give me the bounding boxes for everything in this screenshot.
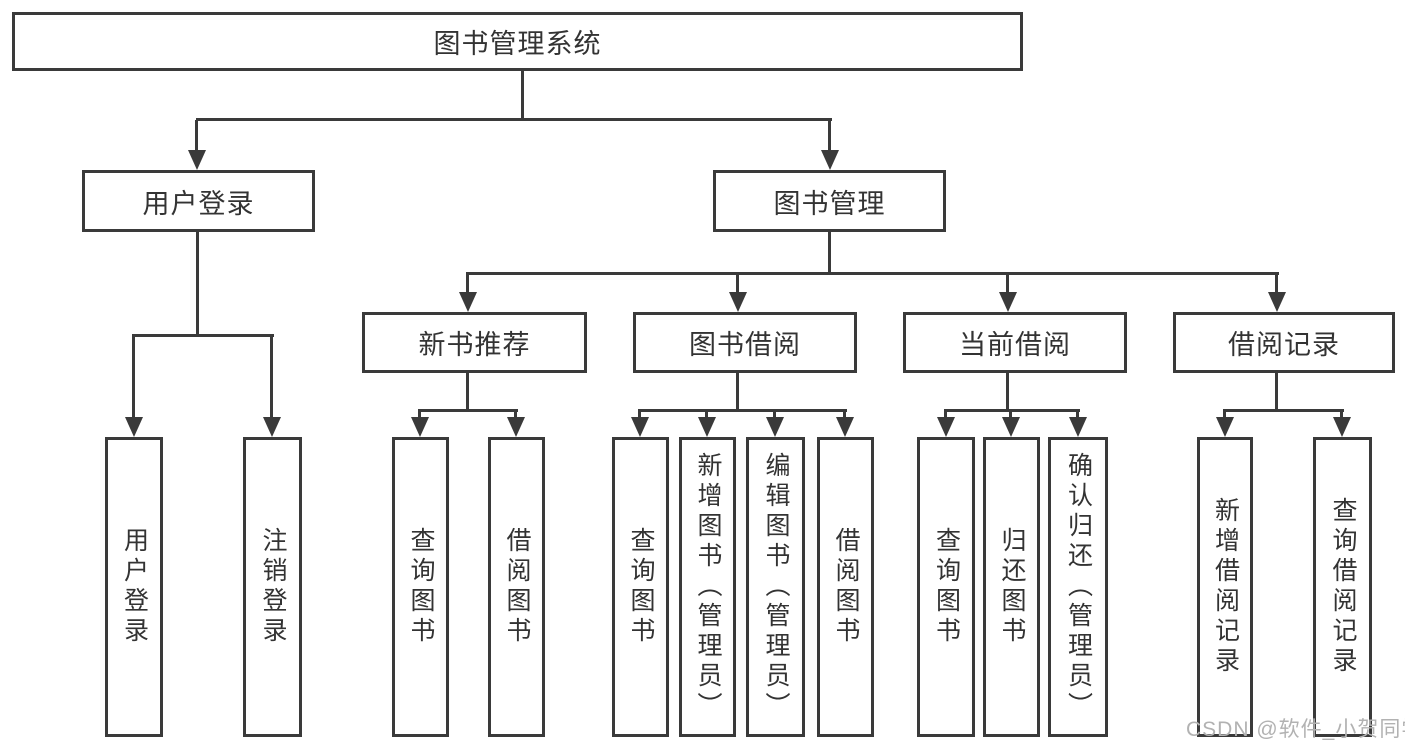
connector-line [521, 70, 524, 120]
connector-arrow-down [188, 120, 206, 170]
connector-line [944, 409, 1080, 412]
leaf-borrow-books-recommend: 借阅图书 [488, 437, 545, 737]
connector-line [196, 118, 832, 121]
connector-line [638, 409, 847, 412]
connector-line [828, 232, 831, 274]
connector-arrow-down [698, 411, 716, 437]
connector-line [736, 373, 739, 411]
connector-arrow-down [999, 274, 1017, 312]
connector-line [418, 409, 518, 412]
connector-arrow-down [411, 411, 429, 437]
leaf-user-login: 用户登录 [105, 437, 163, 737]
connector-line [1006, 373, 1009, 411]
connector-arrow-down [766, 411, 784, 437]
node-borrowing-records: 借阅记录 [1173, 312, 1395, 373]
csdn-watermark: CSDN @软件_小贺同学 [1186, 718, 1405, 741]
leaf-logout: 注销登录 [243, 437, 302, 737]
connector-arrow-down [1069, 411, 1087, 437]
leaf-query-books-current: 查询图书 [917, 437, 975, 737]
connector-arrow-down [1268, 274, 1286, 312]
connector-line [132, 334, 274, 337]
node-current-borrowing: 当前借阅 [903, 312, 1127, 373]
connector-arrow-down [729, 274, 747, 312]
node-library-management-system: 图书管理系统 [12, 12, 1023, 71]
connector-arrow-down [459, 274, 477, 312]
connector-arrow-down [507, 411, 525, 437]
connector-arrow-down [631, 411, 649, 437]
connector-line [196, 232, 199, 337]
leaf-add-borrow-record: 新增借阅记录 [1197, 437, 1253, 737]
connector-arrow-down [263, 337, 281, 437]
connector-arrow-down [1333, 411, 1351, 437]
leaf-query-borrow-record: 查询借阅记录 [1313, 437, 1372, 737]
connector-arrow-down [125, 337, 143, 437]
connector-line [466, 373, 469, 411]
leaf-query-books-recommend: 查询图书 [392, 437, 449, 737]
connector-arrow-down [1002, 411, 1020, 437]
connector-line [1223, 409, 1344, 412]
connector-line [466, 272, 1279, 275]
connector-line [1275, 373, 1278, 411]
node-user-login: 用户登录 [82, 170, 315, 232]
node-new-book-recommendation: 新书推荐 [362, 312, 587, 373]
leaf-borrow-books: 借阅图书 [817, 437, 874, 737]
connector-arrow-down [836, 411, 854, 437]
leaf-return-books: 归还图书 [983, 437, 1040, 737]
leaf-add-books-admin: 新增图书（管理员） [679, 437, 736, 737]
connector-arrow-down [1216, 411, 1234, 437]
connector-arrow-down [937, 411, 955, 437]
leaf-query-books-borrowing: 查询图书 [612, 437, 669, 737]
leaf-confirm-return-admin: 确认归还（管理员） [1048, 437, 1108, 737]
connector-arrow-down [821, 120, 839, 170]
leaf-edit-books-admin: 编辑图书（管理员） [746, 437, 805, 737]
node-book-management: 图书管理 [713, 170, 946, 232]
node-book-borrowing: 图书借阅 [633, 312, 857, 373]
